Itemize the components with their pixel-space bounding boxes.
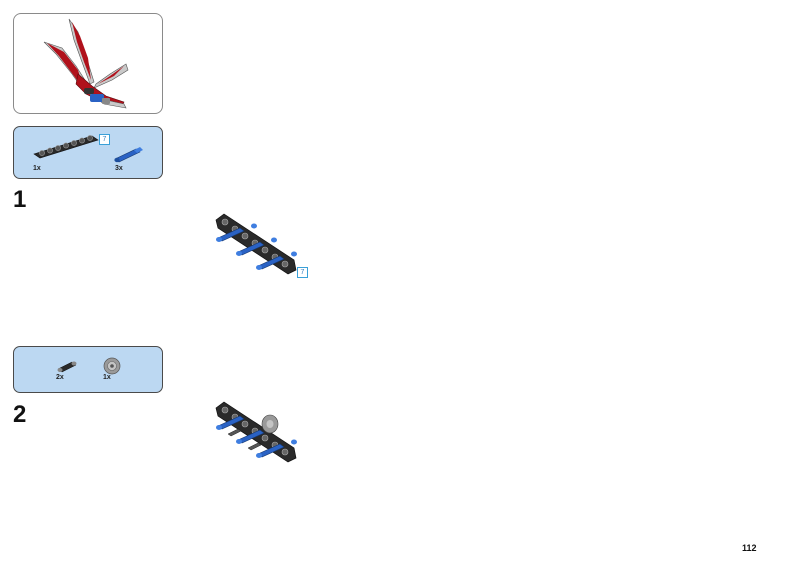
page-number: 112 — [742, 543, 757, 553]
step-1-assembly-icon — [215, 213, 297, 275]
black-beam-7-icon — [33, 135, 99, 159]
model-preview — [13, 13, 163, 114]
black-axle-connector-icon — [57, 361, 77, 373]
step-2-number: 2 — [13, 401, 27, 428]
step-2-parts-list: 2x 1x — [13, 346, 163, 393]
red-dragon-model-icon — [43, 18, 129, 109]
part-qty-beam: 1x — [33, 165, 41, 172]
beam-length-badge: 7 — [99, 134, 110, 145]
part-qty-pin: 3x — [115, 165, 123, 172]
gray-bush-icon — [103, 357, 121, 375]
part-qty-connector: 2x — [56, 374, 64, 381]
step-2-assembly-icon — [215, 401, 297, 463]
step-1-parts-list: 7 1x 3x — [13, 126, 163, 179]
step-1-number: 1 — [13, 186, 27, 213]
part-qty-bush: 1x — [103, 374, 111, 381]
blue-axle-pin-icon — [114, 147, 143, 163]
callout-length-badge: 7 — [297, 267, 308, 278]
